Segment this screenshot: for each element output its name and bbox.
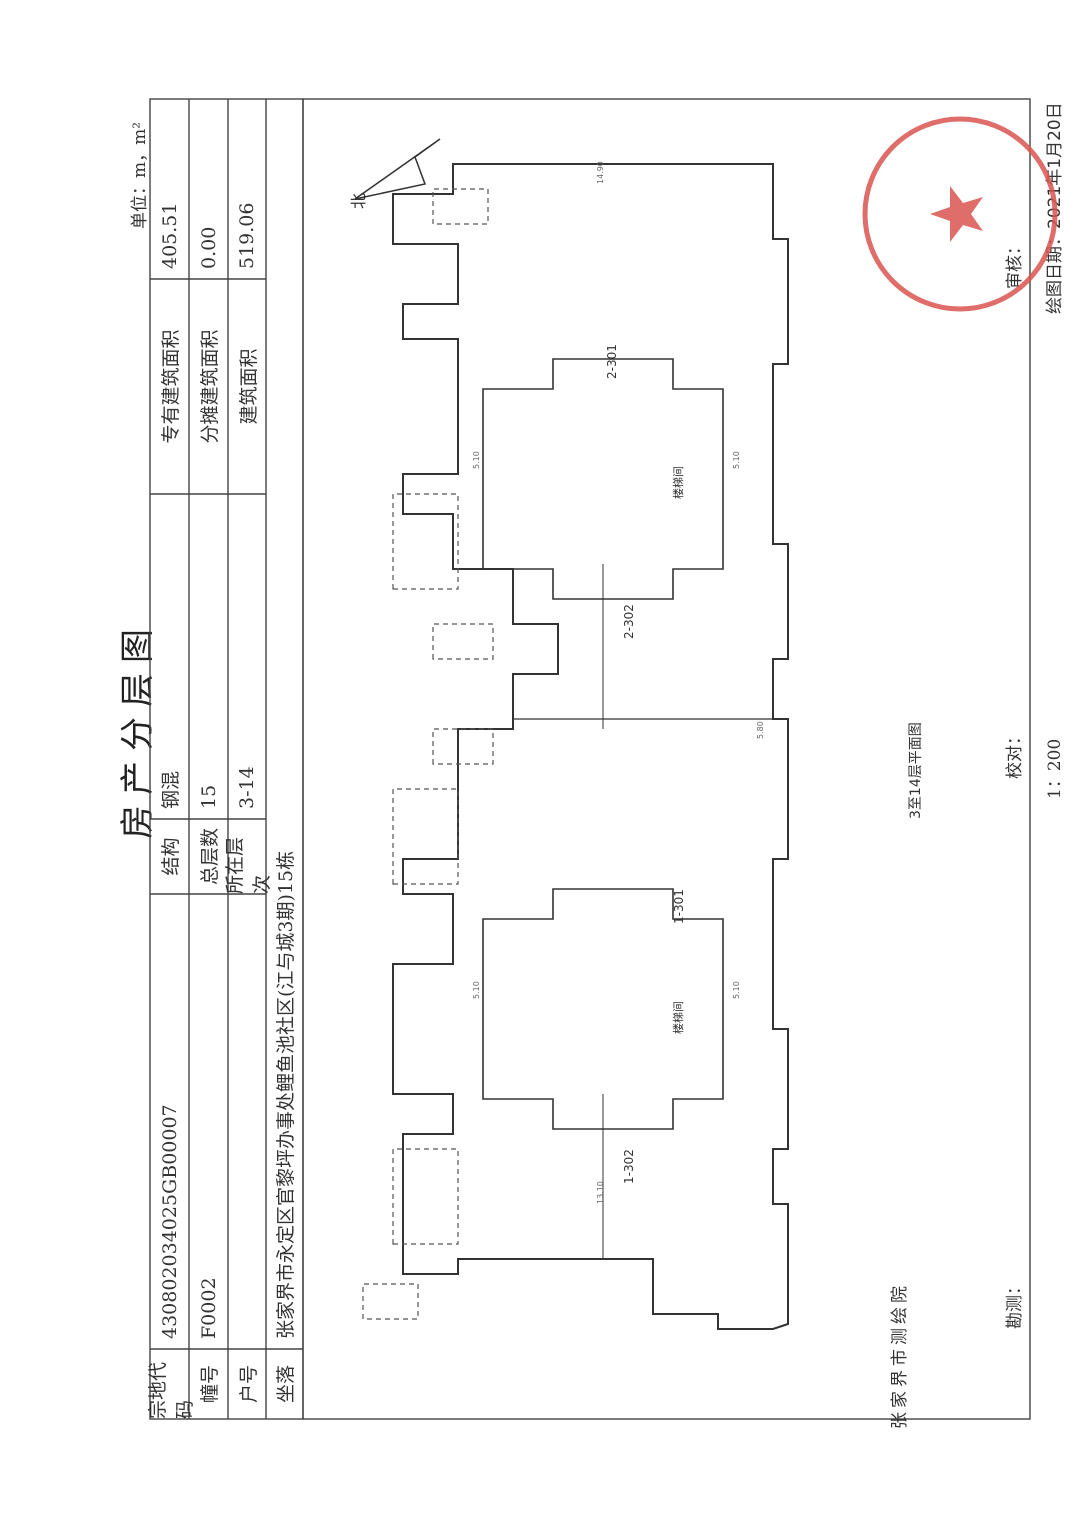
value-floor-level: 3-14	[236, 766, 258, 809]
scale-label: 1：200	[1045, 738, 1065, 799]
balconies	[362, 188, 494, 1320]
floor-plan-drawing: 5.10 5.10 5.10 5.10 5.80 13.10 14.90	[362, 161, 789, 1330]
label-shared-area: 分摊建筑面积	[199, 329, 221, 444]
value-exclusive-area: 405.51	[158, 202, 181, 269]
value-unit-no	[228, 894, 266, 1349]
north-label: 北	[349, 192, 368, 209]
value-building-area: 519.06	[236, 202, 258, 269]
checker-label: 校对：	[1005, 728, 1025, 779]
svg-text:5.10: 5.10	[472, 981, 481, 999]
value-total-floors: 15	[197, 784, 220, 809]
label-exclusive-area: 专有建筑面积	[160, 329, 182, 444]
unit-label-1-302: 1-302	[622, 1149, 636, 1184]
label-building-no: 幢号	[199, 1365, 221, 1404]
organization-label: 张家界市测绘院	[890, 1282, 910, 1429]
value-building-no: F0002	[197, 1277, 220, 1339]
label-location: 坐落	[275, 1365, 297, 1404]
label-parcel-code: 宗地代码	[146, 1361, 196, 1419]
svg-text:13.10: 13.10	[596, 1181, 605, 1204]
label-unit-no: 户号	[237, 1365, 260, 1404]
label-structure: 结构	[160, 837, 182, 876]
svg-text:14.90: 14.90	[596, 161, 605, 184]
unit-label-1-301: 1-301	[672, 889, 686, 924]
svg-text:5.10: 5.10	[472, 451, 481, 469]
surveyor-label: 勘测：	[1005, 1278, 1025, 1329]
north-arrow-icon	[354, 138, 441, 200]
svg-text:5.80: 5.80	[756, 721, 765, 739]
stair-courtyards	[482, 358, 724, 1130]
label-building-area: 建筑面积	[237, 348, 260, 425]
unit-label-2-302: 2-302	[622, 604, 636, 639]
plan-caption: 3至14层平面图	[908, 722, 924, 819]
building-outline	[392, 163, 789, 1330]
stair-label-2: 楼梯间	[672, 466, 685, 499]
svg-text:5.10: 5.10	[732, 981, 741, 999]
value-structure: 钢混	[160, 770, 182, 809]
svg-text:5.10: 5.10	[732, 451, 741, 469]
unit-label-2-301: 2-301	[605, 344, 619, 379]
value-location: 张家界市永定区官黎坪办事处鲤鱼池社区(江与城3期)15栋	[275, 850, 297, 1339]
official-seal-stamp	[862, 116, 1058, 312]
value-parcel-code: 430802034025GB00007	[158, 1104, 181, 1339]
stair-label-1: 楼梯间	[672, 1001, 685, 1034]
value-shared-area: 0.00	[197, 226, 220, 269]
label-floor-level: 所在层次	[224, 836, 273, 894]
